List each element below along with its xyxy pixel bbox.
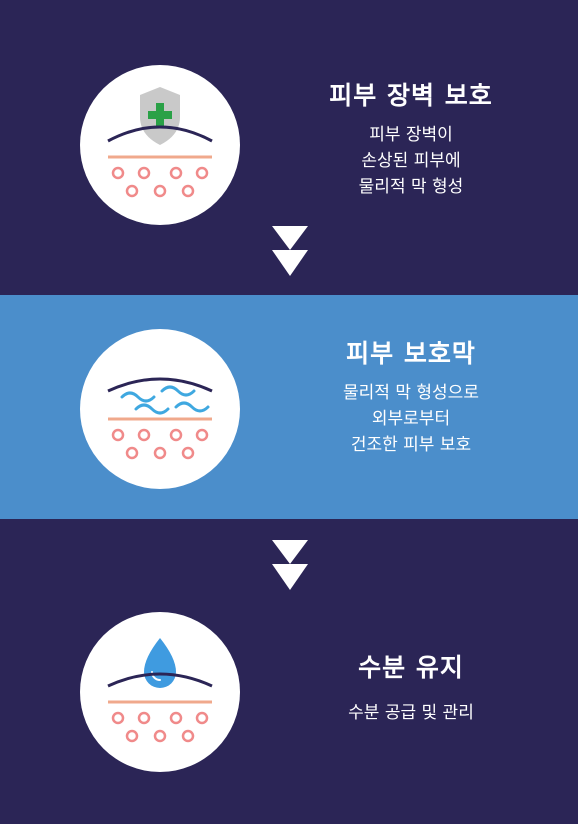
- step-2-line-1: 물리적 막 형성으로: [343, 383, 479, 403]
- step-1-line-2: 손상된 피부에: [361, 151, 461, 171]
- shield-cross-icon: [107, 87, 213, 198]
- step-2-title: 피부 보호막: [346, 339, 476, 368]
- step-3-text: 수분 유지 수분 공급 및 관리: [296, 648, 526, 726]
- step-2-illustration: [80, 329, 240, 489]
- step-2-line-2: 외부로부터: [371, 409, 451, 429]
- step-1-line-1: 피부 장벽이: [369, 125, 453, 145]
- step-1-text: 피부 장벽 보호 피부 장벽이 손상된 피부에 물리적 막 형성: [296, 76, 526, 200]
- water-drop-icon: [107, 638, 213, 743]
- wave-film-icon: [107, 377, 213, 460]
- double-chevron-down-icon: [272, 226, 308, 276]
- step-3-line-1: 수분 공급 및 관리: [348, 703, 474, 723]
- step-1-line-3: 물리적 막 형성: [358, 177, 464, 197]
- step-3-title: 수분 유지: [358, 653, 464, 682]
- step-2-line-3: 건조한 피부 보호: [350, 435, 472, 455]
- step-2-text: 피부 보호막 물리적 막 형성으로 외부로부터 건조한 피부 보호: [296, 334, 526, 458]
- double-chevron-down-icon: [272, 540, 308, 590]
- step-3-illustration: [80, 612, 240, 772]
- step-1-illustration: [80, 65, 240, 225]
- step-1-title: 피부 장벽 보호: [329, 81, 493, 110]
